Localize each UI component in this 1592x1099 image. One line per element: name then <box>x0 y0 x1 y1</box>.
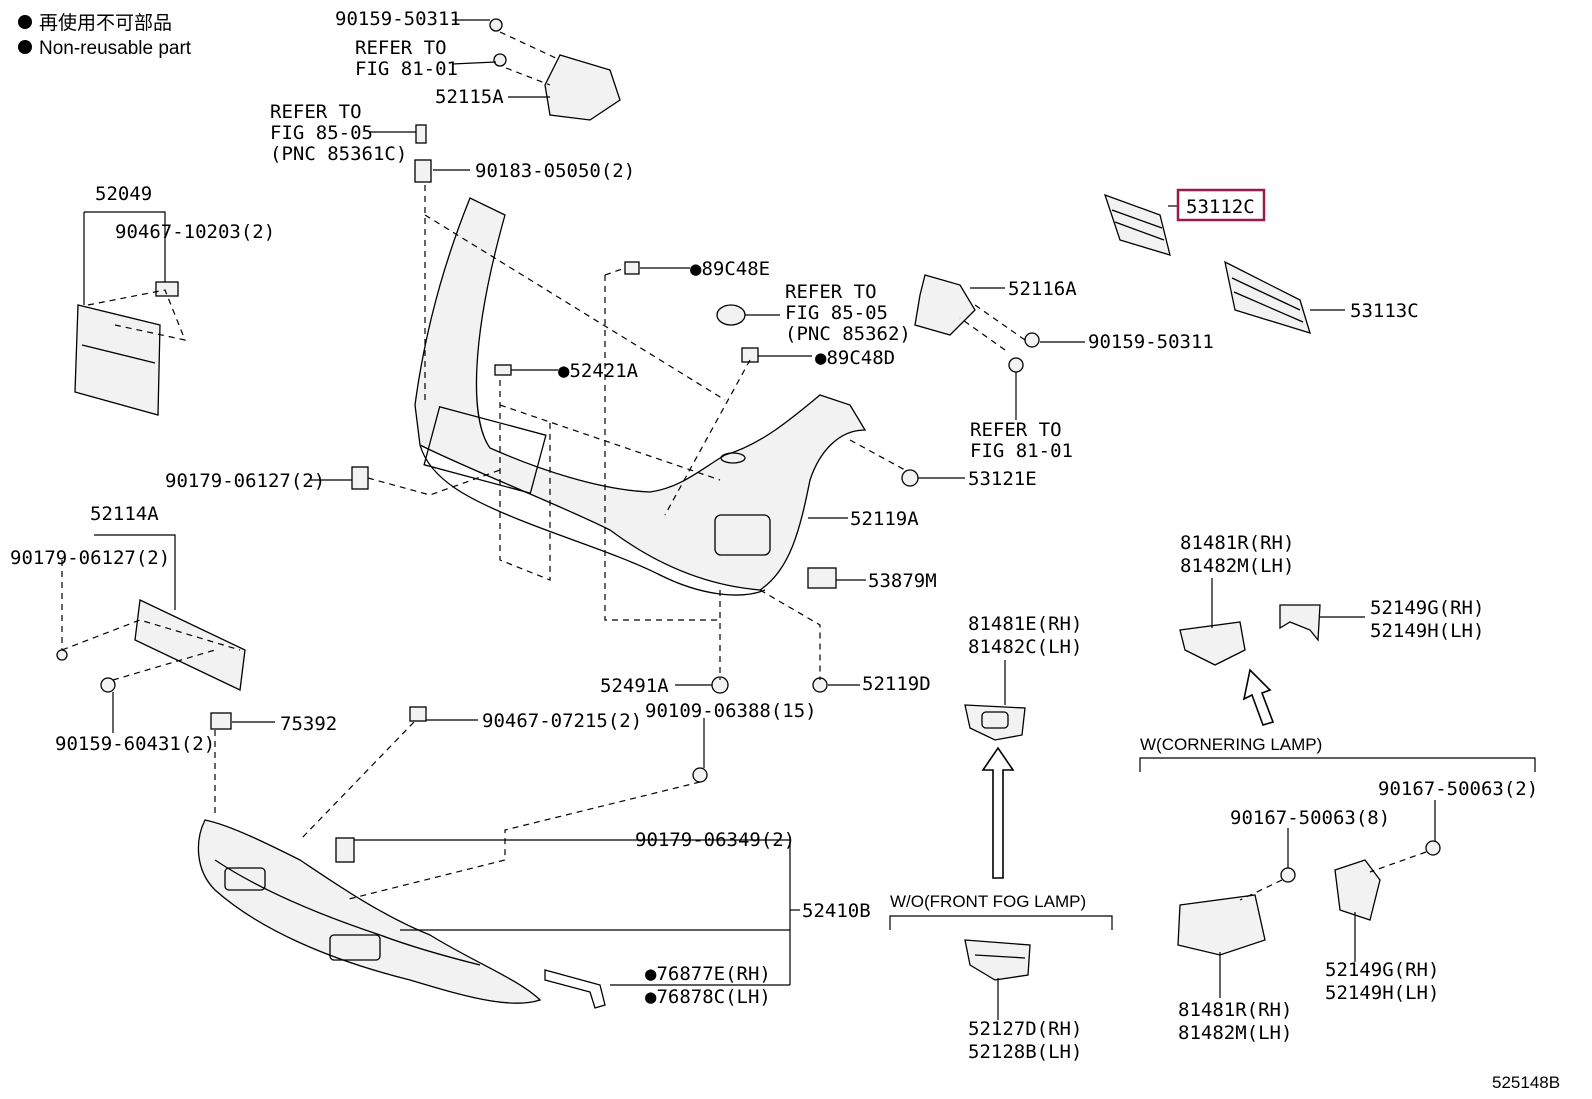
grille-53113C-slat-2 <box>1233 291 1304 323</box>
lamp-81481R-bot-drawing <box>1177 894 1266 956</box>
label-89C48D[interactable]: ●89C48D <box>815 347 895 369</box>
legend-ja: 再使用不可部品 <box>39 12 172 34</box>
legend-bullet-ja <box>18 15 32 29</box>
label-refer-fig-81-01-right-1[interactable]: REFER TO <box>970 419 1062 441</box>
label-81481R-bot[interactable]: 81481R(RH) <box>1178 999 1292 1021</box>
fog-cover-81481E-lens <box>981 711 1009 729</box>
fog-cover-52127D-drawing <box>964 939 1031 981</box>
label-52149H-top[interactable]: 52149H(LH) <box>1370 620 1484 642</box>
fastener-shapes <box>56 18 1441 1009</box>
fog-cover-81481E-drawing <box>964 704 1026 741</box>
label-52049[interactable]: 52049 <box>95 183 152 205</box>
label-53121E[interactable]: 53121E <box>968 468 1037 490</box>
label-52119A[interactable]: 52119A <box>850 508 919 530</box>
fog-recess-right <box>714 514 771 556</box>
label-refer-85-05-left-2[interactable]: FIG 85-05 <box>270 122 373 144</box>
label-90179-06127-left[interactable]: 90179-06127(2) <box>10 547 170 569</box>
label-90183-05050[interactable]: 90183-05050(2) <box>475 160 635 182</box>
bracket-52116A-drawing <box>914 274 976 336</box>
bracket-52115A-drawing <box>544 54 621 121</box>
label-52119D[interactable]: 52119D <box>862 673 931 695</box>
leader-lines <box>83 19 1536 1020</box>
label-w-cornering-lamp: W(CORNERING LAMP) <box>1140 735 1322 754</box>
spoiler-grille-left <box>224 867 266 891</box>
label-90179-06349[interactable]: 90179-06349(2) <box>635 829 795 851</box>
label-81482M-bot[interactable]: 81482M(LH) <box>1178 1022 1292 1044</box>
license-bracket-52114A-drawing <box>134 599 246 691</box>
label-90467-10203[interactable]: 90467-10203(2) <box>115 221 275 243</box>
emblem-52049-drawing <box>74 304 161 416</box>
grille-53113C-slat-1 <box>1231 277 1301 311</box>
label-89C48E[interactable]: ●89C48E <box>690 258 770 280</box>
bumper-lower-edge <box>419 444 766 596</box>
fog-cover-52127D-slat <box>974 954 1026 959</box>
lower-spoiler-52410B-drawing <box>197 819 542 1004</box>
label-refer-85-05-right-1[interactable]: REFER TO <box>785 281 877 303</box>
label-90467-07215[interactable]: 90467-07215(2) <box>482 710 642 732</box>
label-52410B[interactable]: 52410B <box>802 900 871 922</box>
label-52149G-top[interactable]: 52149G(RH) <box>1370 597 1484 619</box>
label-90159-50311-right[interactable]: 90159-50311 <box>1088 331 1214 353</box>
legend-en: Non-reusable part <box>39 38 192 59</box>
bumper-slot <box>720 452 746 464</box>
label-90167-50063-2[interactable]: 90167-50063(2) <box>1378 778 1538 800</box>
label-wo-front-fog-lamp: W/O(FRONT FOG LAMP) <box>890 892 1086 911</box>
label-52491A[interactable]: 52491A <box>600 675 669 697</box>
label-52128B[interactable]: 52128B(LH) <box>968 1041 1082 1063</box>
label-refer-85-05-right-3[interactable]: (PNC 85362) <box>785 323 911 345</box>
label-76877E[interactable]: ●76877E(RH) <box>645 963 771 985</box>
label-refer-fig-81-01-right-2[interactable]: FIG 81-01 <box>970 440 1073 462</box>
label-81481E[interactable]: 81481E(RH) <box>968 613 1082 635</box>
label-90159-60431[interactable]: 90159-60431(2) <box>55 733 215 755</box>
label-refer-fig-81-01-top-1[interactable]: REFER TO <box>355 37 447 59</box>
label-90179-06127-mid[interactable]: 90179-06127(2) <box>165 470 325 492</box>
label-52115A[interactable]: 52115A <box>435 86 504 108</box>
label-90109-06388[interactable]: 90109-06388(15) <box>645 700 817 722</box>
grille-53112C-drawing <box>1103 193 1171 256</box>
legend-bullet-en <box>18 40 32 54</box>
highlight-box-53112C <box>1176 188 1266 222</box>
label-75392[interactable]: 75392 <box>280 713 337 735</box>
arrow-to-fog-cover <box>981 746 1015 879</box>
bracket-52149G-bot-drawing <box>1334 859 1381 921</box>
label-81481R-top[interactable]: 81481R(RH) <box>1180 532 1294 554</box>
label-52127D[interactable]: 52127D(RH) <box>968 1018 1082 1040</box>
label-52149G-bot[interactable]: 52149G(RH) <box>1325 959 1439 981</box>
spoiler-inner-line <box>214 859 481 966</box>
label-refer-fig-81-01-top-2[interactable]: FIG 81-01 <box>355 58 458 80</box>
label-81482M-top[interactable]: 81482M(LH) <box>1180 555 1294 577</box>
label-53112C[interactable]: 53112C <box>1186 196 1255 218</box>
arrow-to-cornering-lamp <box>1242 668 1275 726</box>
label-refer-85-05-left-3[interactable]: (PNC 85361C) <box>270 143 407 165</box>
label-52116A[interactable]: 52116A <box>1008 278 1077 300</box>
lamp-bracket-81481R-top-drawing <box>1179 621 1246 666</box>
part-labels: 90159-50311 REFER TO FIG 81-01 52115A RE… <box>10 8 1538 1063</box>
spoiler-grille-right <box>329 934 381 961</box>
label-76878C[interactable]: ●76878C(LH) <box>645 986 771 1008</box>
diagram-id: 525148B <box>1492 1073 1560 1092</box>
label-53113C[interactable]: 53113C <box>1350 300 1419 322</box>
label-refer-85-05-left-1[interactable]: REFER TO <box>270 101 362 123</box>
label-52421A[interactable]: ●52421A <box>558 360 639 382</box>
grille-53113C-drawing <box>1224 260 1311 334</box>
grille-53112C-slat-1 <box>1111 209 1163 229</box>
emblem-line <box>81 344 156 364</box>
label-refer-85-05-right-2[interactable]: FIG 85-05 <box>785 302 888 324</box>
label-52114A[interactable]: 52114A <box>90 503 159 525</box>
label-81482C[interactable]: 81482C(LH) <box>968 636 1082 658</box>
label-90159-50311-top[interactable]: 90159-50311 <box>335 8 461 30</box>
bumper-cover-52119A-drawing <box>414 197 867 591</box>
label-53879M[interactable]: 53879M <box>868 570 937 592</box>
bracket-52149G-top-drawing <box>1279 604 1321 642</box>
label-52149H-bot[interactable]: 52149H(LH) <box>1325 982 1439 1004</box>
assembly-lines <box>61 31 1427 901</box>
plate-recess <box>423 405 547 495</box>
grille-53112C-slat-2 <box>1114 221 1165 241</box>
label-90167-50063-8[interactable]: 90167-50063(8) <box>1230 807 1390 829</box>
